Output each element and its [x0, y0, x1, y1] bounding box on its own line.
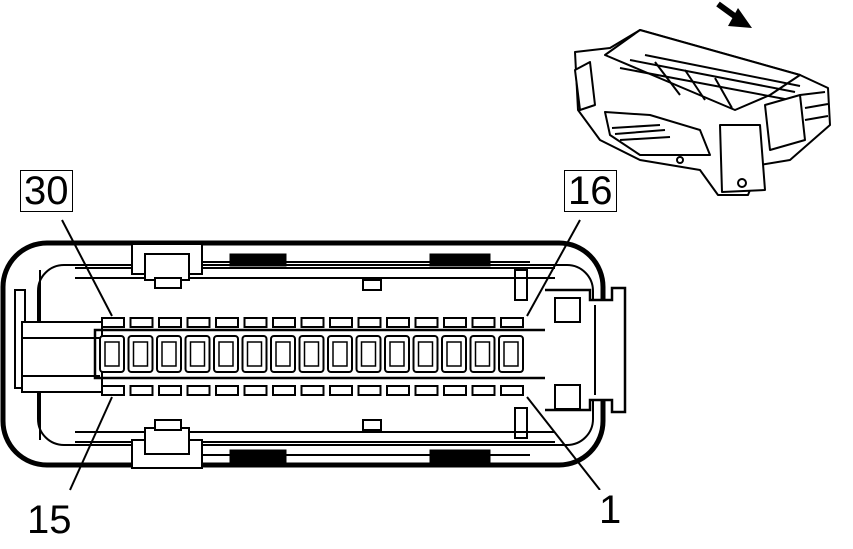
leader-30	[61, 219, 113, 317]
pin-label-1: 1	[596, 490, 625, 530]
pin-slot-bottom	[300, 385, 325, 396]
connector-housing	[0, 240, 627, 469]
pin-slot-top	[101, 317, 125, 328]
pin-cavity-inner	[303, 341, 320, 367]
pin-cavity-inner	[389, 341, 405, 367]
pin-slot-bottom	[272, 385, 296, 396]
pin-slot-top	[443, 317, 467, 328]
pin-slot-top	[300, 317, 325, 328]
pin-cavity-inner	[104, 341, 120, 367]
pin-cavity-inner	[332, 341, 348, 367]
pin-cavity	[298, 335, 325, 373]
pin-slot-bottom	[329, 385, 353, 396]
pin-cavity	[213, 335, 239, 373]
pin-cavity-inner	[218, 341, 234, 367]
pin-cavity-inner	[474, 341, 491, 367]
leader-lines	[61, 219, 601, 491]
pin-slot-bottom	[443, 385, 467, 396]
pin-label-16: 16	[564, 170, 617, 212]
pin-slot-bottom	[158, 385, 182, 396]
pin-slot-bottom	[186, 385, 211, 396]
pin-slot-bottom	[101, 385, 125, 396]
pin-slot-top	[158, 317, 182, 328]
pin-slot-top	[357, 317, 382, 328]
pin-cavity	[412, 335, 439, 373]
pin-cavity-inner	[360, 341, 377, 367]
pin-slot-top	[329, 317, 353, 328]
pin-cavity	[270, 335, 296, 373]
pin-cavity	[355, 335, 382, 373]
pin-slot-bottom	[129, 385, 154, 396]
pin-cavity	[469, 335, 496, 373]
pin-slot-bottom	[215, 385, 239, 396]
pin-cavity	[384, 335, 410, 373]
pin-slot-bottom	[414, 385, 439, 396]
pin-slot-top	[471, 317, 496, 328]
pin-cavity-inner	[132, 341, 149, 367]
pin-cavity	[184, 335, 211, 373]
pin-slot-top	[500, 317, 524, 328]
pin-cavity-inner	[189, 341, 206, 367]
pin-slot-top	[186, 317, 211, 328]
pin-slot-bottom	[357, 385, 382, 396]
pin-slot-top	[243, 317, 268, 328]
pin-label-30: 30	[20, 170, 73, 212]
arrow-down-right-icon	[716, 1, 752, 28]
pin-slot-bottom	[471, 385, 496, 396]
pin-slot-bottom	[243, 385, 268, 396]
pin-cavity-inner	[161, 341, 177, 367]
pin-cavity-inner	[446, 341, 462, 367]
leader-15	[69, 396, 113, 491]
pin-cavity	[99, 335, 125, 373]
pin-array	[99, 317, 524, 396]
pin-cavity	[441, 335, 467, 373]
pin-slot-top	[129, 317, 154, 328]
pin-cavity	[327, 335, 353, 373]
connector-3d-icon	[574, 29, 831, 196]
pin-slot-top	[414, 317, 439, 328]
pin-cavity	[156, 335, 182, 373]
pin-cavity	[127, 335, 154, 373]
pin-cavity-inner	[246, 341, 263, 367]
pin-slot-top	[386, 317, 410, 328]
leader-16	[526, 219, 581, 317]
pin-label-15: 15	[24, 500, 75, 540]
pin-cavity-inner	[275, 341, 291, 367]
pin-cavity-inner	[417, 341, 434, 367]
pin-cavity	[498, 335, 524, 373]
pin-cavity	[241, 335, 268, 373]
pin-slot-bottom	[386, 385, 410, 396]
pin-slot-bottom	[500, 385, 524, 396]
pin-slot-top	[215, 317, 239, 328]
pin-cavity-inner	[503, 341, 519, 367]
pin-slot-top	[272, 317, 296, 328]
leader-1	[526, 396, 601, 491]
